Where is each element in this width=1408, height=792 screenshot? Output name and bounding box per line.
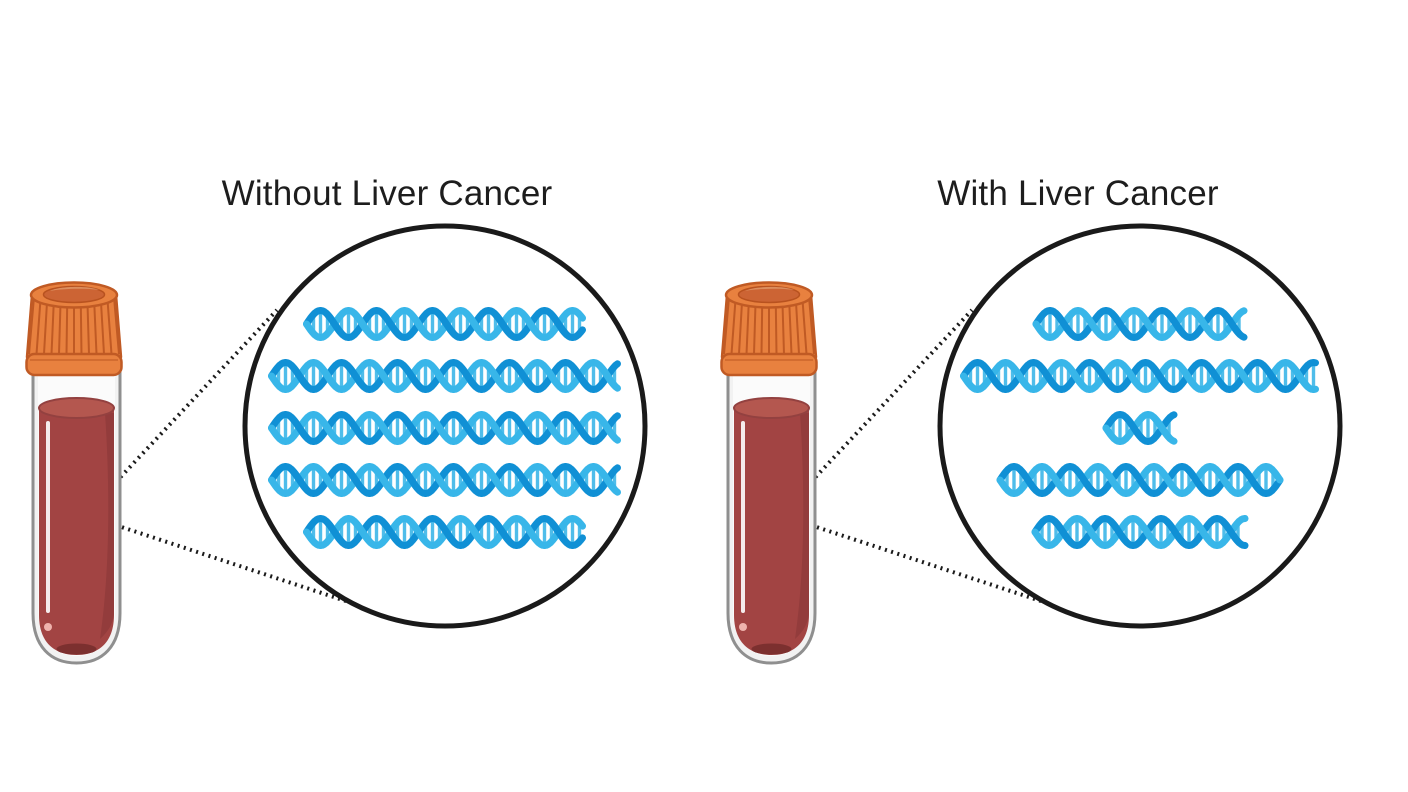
dna-strand bbox=[960, 359, 1319, 393]
dna-strand bbox=[1032, 307, 1248, 341]
dna-strand bbox=[268, 463, 621, 497]
dna-strand bbox=[268, 411, 621, 445]
dna-fragments-group-right bbox=[960, 307, 1319, 549]
dna-strand bbox=[268, 359, 621, 393]
panel-title-without-liver-cancer: Without Liver Cancer bbox=[221, 174, 553, 214]
dna-strand bbox=[1031, 515, 1249, 549]
panel-art-without-liver-cancer bbox=[24, 223, 648, 665]
callout-dotted-line-bottom-left bbox=[84, 513, 359, 607]
panel-art-with-liver-cancer bbox=[719, 223, 1343, 665]
dna-strand bbox=[1102, 411, 1178, 445]
blood-tube-icon-right bbox=[719, 280, 819, 665]
panel-title-with-liver-cancer: With Liver Cancer bbox=[937, 174, 1219, 214]
dna-strand bbox=[303, 307, 586, 341]
callout-dotted-line-bottom-right bbox=[779, 513, 1054, 607]
dna-strand bbox=[303, 515, 586, 549]
dna-fragments-group-left bbox=[268, 307, 621, 549]
dna-strand bbox=[996, 463, 1284, 497]
blood-tube-icon-left bbox=[24, 280, 124, 665]
